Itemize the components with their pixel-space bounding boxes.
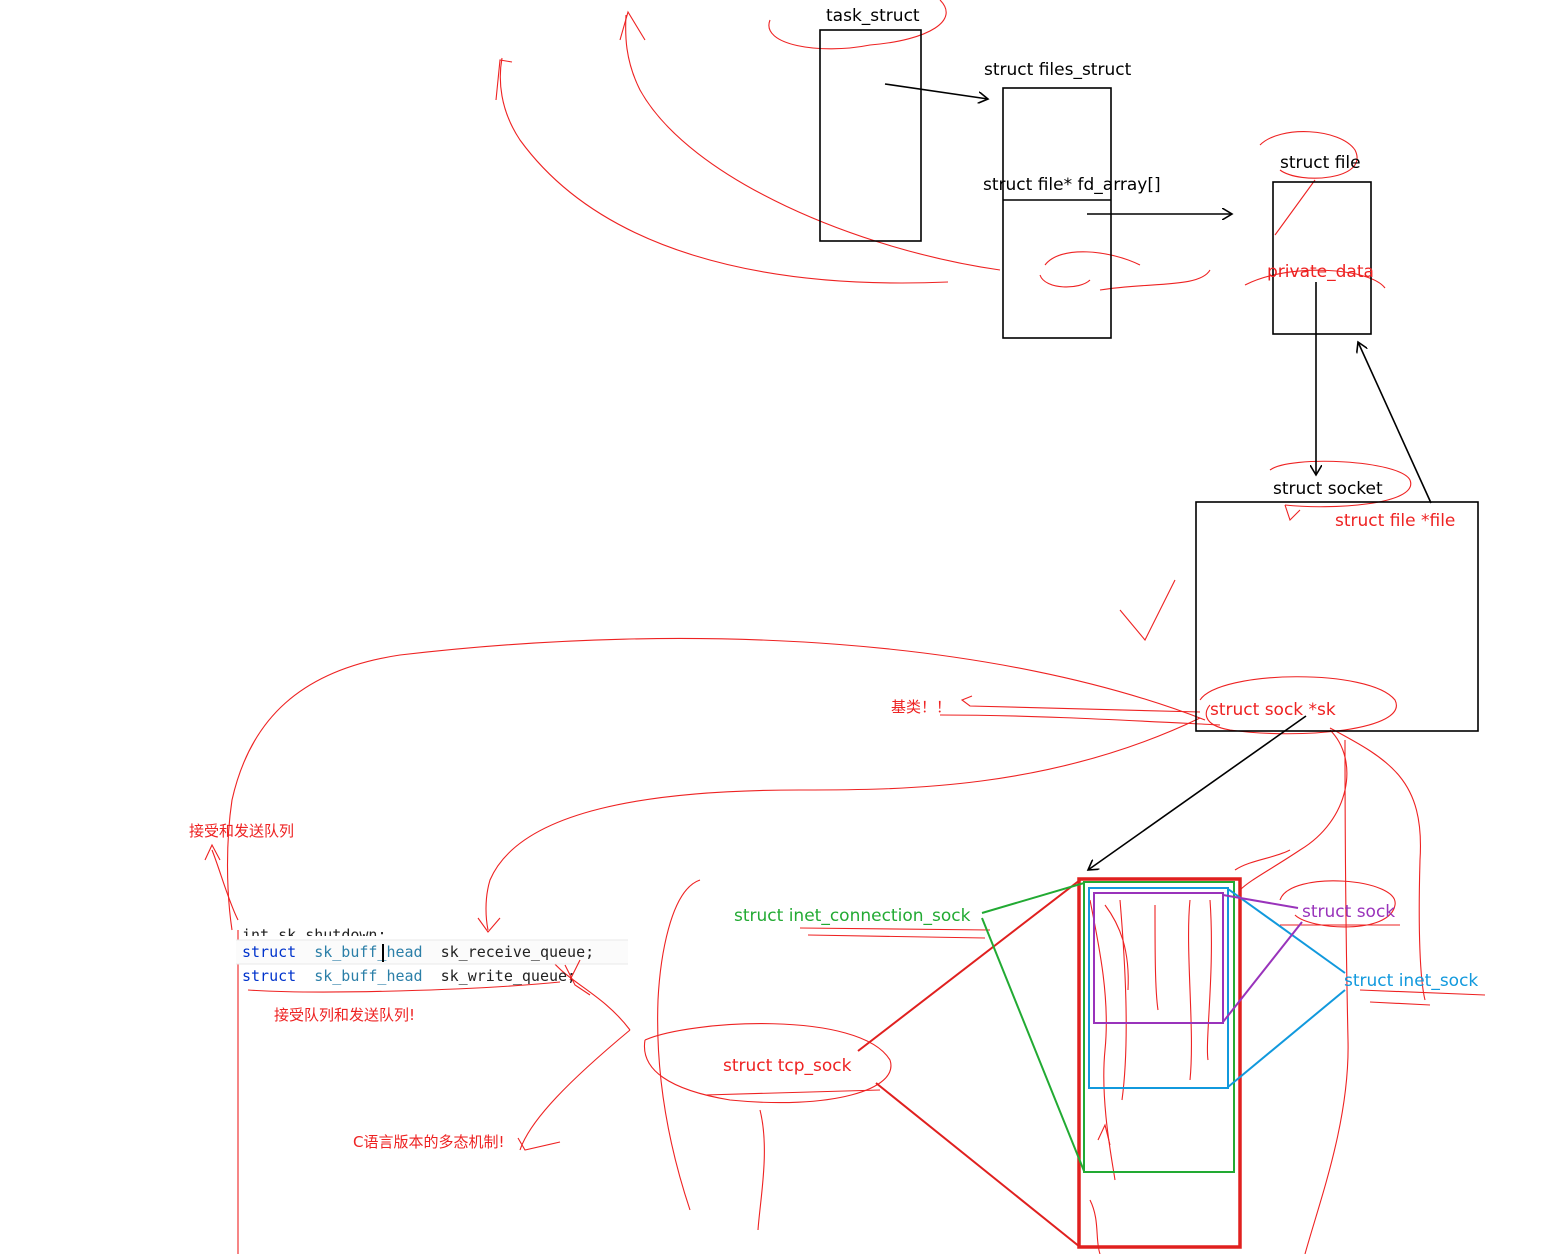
inet-sock-label: struct inet_sock xyxy=(1344,971,1478,991)
inet-sock-connector-top xyxy=(1227,888,1346,974)
socket-file-field-label: struct file *file xyxy=(1335,511,1455,531)
task-struct-label: task_struct xyxy=(826,6,920,26)
code-keyword: struct xyxy=(242,943,296,961)
code-type: sk_buff_head xyxy=(314,967,422,985)
sk-to-sock-arrow xyxy=(1088,715,1307,870)
inet-connection-connector-bottom xyxy=(981,917,1085,1172)
tcp-sock-label: struct tcp_sock xyxy=(723,1056,852,1076)
files-struct-label: struct files_struct xyxy=(984,60,1132,80)
socket-sk-field-label: struct sock *sk xyxy=(1210,700,1336,720)
task-to-files-arrow xyxy=(884,83,988,99)
sock-box xyxy=(1093,892,1224,1024)
tcp-sock-connector-bottom xyxy=(875,1082,1081,1248)
tcp-sock-box xyxy=(1077,877,1242,1249)
inet-connection-sock-box xyxy=(1083,881,1235,1173)
sock-connector-bottom xyxy=(1222,921,1303,1023)
code-line-write-queue: struct sk_buff_head sk_write_queue; xyxy=(242,967,576,985)
task-struct-box xyxy=(819,29,922,242)
code-identifier: sk_write_queue; xyxy=(441,967,576,985)
file-box xyxy=(1272,181,1372,335)
code-line-receive-queue: struct sk_buff_head sk_receive_queue; xyxy=(242,943,594,961)
tcp-sock-connector-top xyxy=(857,879,1081,1052)
recv-send-queue-note: 接受和发送队列 xyxy=(189,822,294,840)
code-snippet: int sk_shutdown; struct sk_buff_head sk_… xyxy=(236,926,628,985)
files-struct-box xyxy=(1002,87,1112,339)
code-line-cut: int sk_shutdown; xyxy=(242,926,387,944)
code-type: sk_buff_head xyxy=(314,943,422,961)
file-label: struct file xyxy=(1280,153,1361,173)
sock-label: struct sock xyxy=(1302,902,1395,922)
private-data-label: private_data xyxy=(1267,262,1374,282)
code-identifier: sk_receive_queue; xyxy=(441,943,595,961)
inet-sock-connector-bottom xyxy=(1227,989,1346,1088)
code-keyword: struct xyxy=(242,967,296,985)
socket-file-back-arrow xyxy=(1358,342,1432,504)
recv-send-queue-note-2: 接受队列和发送队列! xyxy=(274,1006,415,1024)
polymorphism-note: C语言版本的多态机制! xyxy=(353,1133,505,1151)
inet-connection-sock-label: struct inet_connection_sock xyxy=(734,906,971,926)
inet-connection-connector-top xyxy=(981,882,1085,914)
base-class-note: 基类！！ xyxy=(891,698,951,716)
socket-label: struct socket xyxy=(1273,479,1383,499)
sock-connector-top xyxy=(1222,894,1299,909)
freehand-scribbles xyxy=(204,0,1486,1255)
fd-array-label: struct file* fd_array[] xyxy=(983,175,1161,195)
code-scribbles xyxy=(247,959,591,996)
inet-sock-box xyxy=(1088,887,1229,1089)
socket-box xyxy=(1195,501,1479,732)
